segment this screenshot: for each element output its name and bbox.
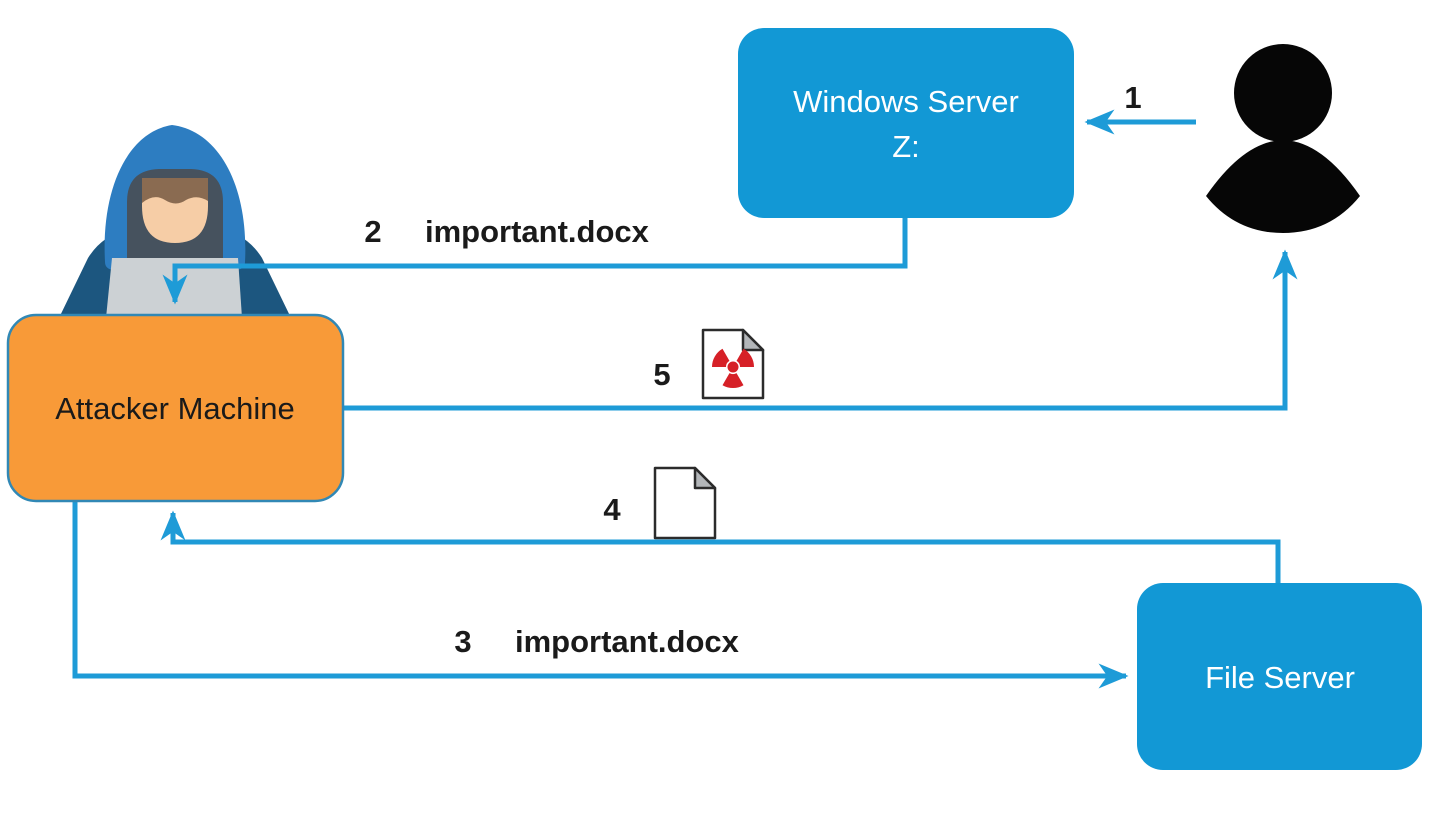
file-server-label: File Server	[1205, 660, 1355, 695]
radiation-blade-left	[711, 348, 730, 367]
step-3-label: 3	[454, 624, 471, 659]
file-server-box	[1137, 583, 1422, 770]
radiation-blade-right	[736, 348, 755, 367]
windows-server-label-line2: Z:	[892, 129, 920, 164]
person-body	[1206, 140, 1360, 233]
edge-3-filename-label: important.docx	[515, 624, 740, 659]
edge-4-arrow	[160, 510, 1281, 583]
step-5-label: 5	[653, 357, 670, 392]
person-head	[1234, 44, 1332, 142]
node-attacker-machine: Attacker Machine	[6, 313, 345, 503]
edge-2-filename-label: important.docx	[425, 214, 650, 249]
document-icon	[653, 466, 717, 540]
radiation-center-dot	[727, 361, 739, 373]
hacker-icon	[58, 125, 292, 320]
attacker-machine-label: Attacker Machine	[55, 391, 295, 426]
node-windows-server: Windows Server Z:	[738, 28, 1074, 218]
radioactive-document-icon	[701, 328, 765, 400]
radioactive-document-fold	[741, 328, 765, 352]
step-1-label: 1	[1124, 80, 1141, 115]
windows-server-label-line1: Windows Server	[793, 84, 1019, 119]
step-2-label: 2	[364, 214, 381, 249]
attacker-machine-box	[6, 313, 345, 503]
edge-5-arrow	[344, 249, 1298, 411]
radiation-blade-bottom	[722, 373, 744, 389]
document-fold	[693, 466, 717, 490]
person-icon	[1206, 44, 1360, 233]
edge-3-arrow	[72, 500, 1129, 689]
hacker-hair	[142, 178, 208, 204]
radiation-symbol-icon	[711, 348, 755, 389]
windows-server-box	[738, 28, 1074, 218]
step-4-label: 4	[603, 492, 621, 527]
node-file-server: File Server	[1137, 583, 1422, 770]
edge-2-arrow	[162, 218, 908, 305]
